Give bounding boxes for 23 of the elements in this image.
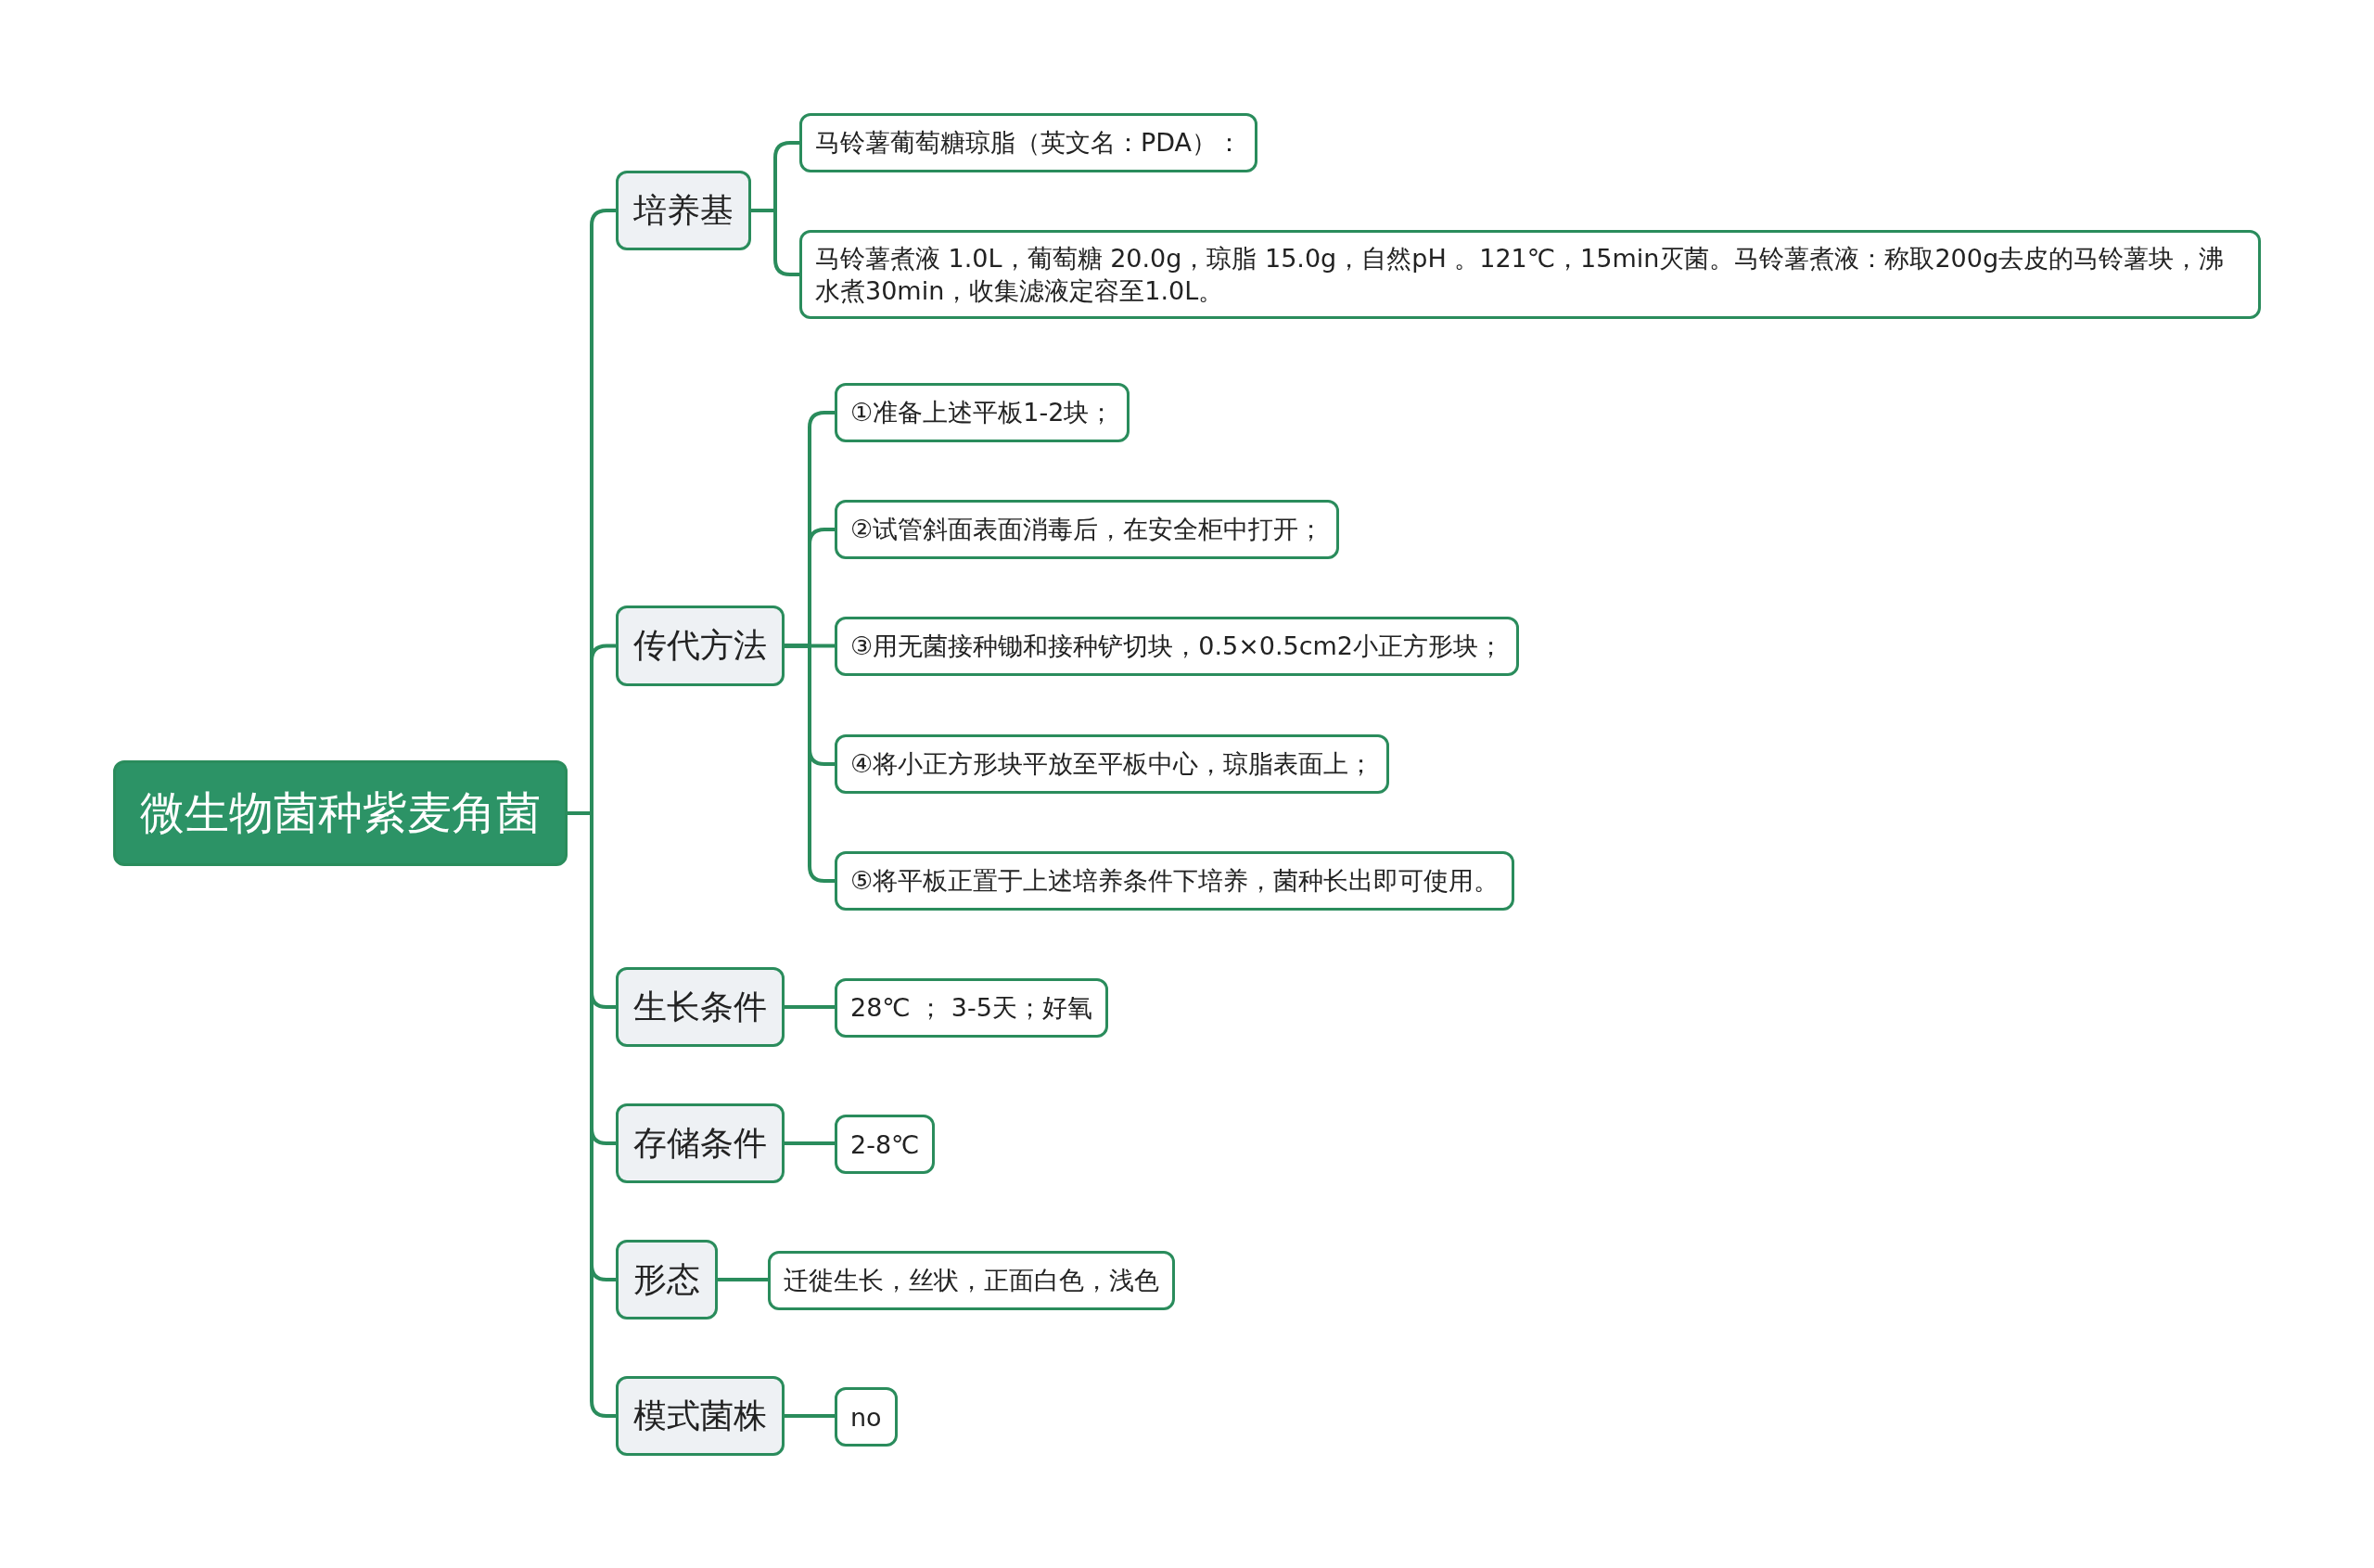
- topic-box: 模式菌株: [616, 1376, 785, 1456]
- topic-box: 生长条件: [616, 967, 785, 1047]
- topic-box: 形态: [616, 1240, 718, 1319]
- subtopic-box: ④将小正方形块平放至平板中心，琼脂表面上；: [835, 734, 1390, 794]
- subtopic-box: no: [835, 1387, 898, 1447]
- connector-line: [785, 644, 835, 883]
- central-topic-box: 微生物菌种紫麦角菌: [113, 760, 568, 866]
- connector-line: [785, 1005, 835, 1009]
- connector-line: [785, 1141, 835, 1145]
- subtopic-box: ②试管斜面表面消毒后，在安全柜中打开；: [835, 500, 1340, 559]
- subtopic-box: ⑤将平板正置于上述培养条件下培养，菌种长出即可使用。: [835, 851, 1515, 911]
- subtopic-box: ①准备上述平板1-2块；: [835, 383, 1130, 442]
- subtopic-box: 迁徙生长，丝状，正面白色，浅色: [768, 1251, 1175, 1310]
- connector-line: [785, 1414, 835, 1418]
- subtopic-box: 马铃薯葡萄糖琼脂（英文名：PDA）：: [799, 113, 1258, 172]
- subtopic-box: 28℃ ； 3-5天；好氧: [835, 978, 1108, 1038]
- topic-box: 存储条件: [616, 1103, 785, 1183]
- topic-box: 传代方法: [616, 606, 785, 686]
- subtopic-box: 马铃薯煮液 1.0L，葡萄糖 20.0g，琼脂 15.0g，自然pH 。121℃，15min灭菌。马铃薯煮液：称取200g去皮的马铃薯块，沸水煮30min，收集滤液定容至1.0L。: [799, 230, 2261, 320]
- connector-line: [718, 1278, 768, 1281]
- topic-box: 培养基: [616, 171, 751, 250]
- subtopic-box: ③用无菌接种锄和接种铲切块，0.5×0.5cm2小正方形块；: [835, 617, 1520, 676]
- subtopic-box: 2-8℃: [835, 1115, 936, 1174]
